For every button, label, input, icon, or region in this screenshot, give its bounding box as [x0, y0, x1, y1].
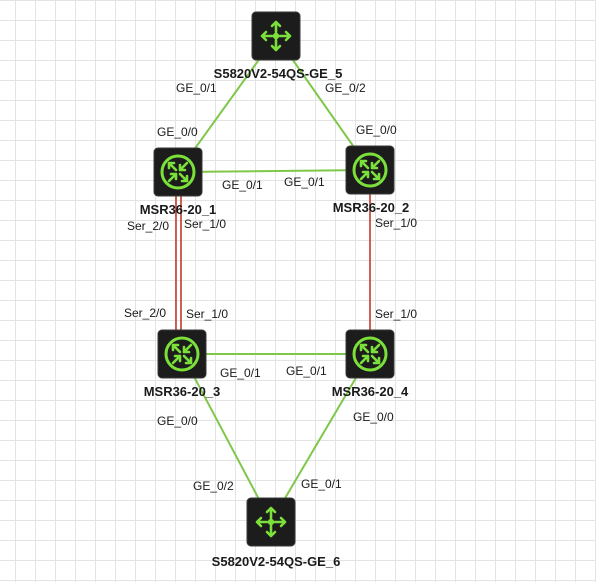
port-label: GE_0/1	[222, 178, 263, 192]
port-label: Ser_1/0	[184, 217, 226, 231]
device-name-r2: MSR36-20_2	[333, 200, 410, 215]
device-layer	[153, 11, 395, 547]
device-s5[interactable]	[251, 11, 301, 61]
link-r3-s6[interactable]	[181, 353, 272, 523]
device-name-r1: MSR36-20_1	[140, 202, 217, 217]
link-layer	[175, 35, 371, 523]
port-label: GE_0/0	[353, 410, 394, 424]
port-label: GE_0/2	[193, 479, 234, 493]
device-name-r3: MSR36-20_3	[144, 384, 221, 399]
port-label: GE_0/0	[356, 123, 397, 137]
device-r1[interactable]	[153, 147, 203, 197]
port-label: GE_0/1	[286, 364, 327, 378]
port-label: GE_0/2	[325, 81, 366, 95]
port-label: GE_0/1	[220, 366, 261, 380]
port-label: GE_0/0	[157, 414, 198, 428]
device-s6[interactable]	[246, 497, 296, 547]
device-name-s5: S5820V2-54QS-GE_5	[214, 66, 343, 81]
device-r2[interactable]	[345, 145, 395, 195]
port-label-layer: GE_0/1 GE_0/0 GE_0/2 GE_0/0 GE_0/1 GE_0/…	[124, 81, 417, 493]
link-r4-s6[interactable]	[270, 353, 371, 523]
port-label: GE_0/1	[284, 175, 325, 189]
device-r4[interactable]	[345, 329, 395, 379]
device-name-layer: S5820V2-54QS-GE_5 MSR36-20_1 MSR36-20_2 …	[140, 66, 410, 569]
port-label: Ser_1/0	[375, 216, 417, 230]
port-label: Ser_2/0	[124, 306, 166, 320]
port-label: GE_0/0	[157, 125, 198, 139]
port-label: Ser_2/0	[127, 219, 169, 233]
device-name-s6: S5820V2-54QS-GE_6	[212, 554, 341, 569]
device-name-r4: MSR36-20_4	[332, 384, 409, 399]
device-r3[interactable]	[157, 329, 207, 379]
port-label: GE_0/1	[176, 81, 217, 95]
port-label: Ser_1/0	[375, 307, 417, 321]
port-label: GE_0/1	[301, 477, 342, 491]
port-label: Ser_1/0	[186, 307, 228, 321]
link-r1-r2[interactable]	[177, 169, 371, 173]
